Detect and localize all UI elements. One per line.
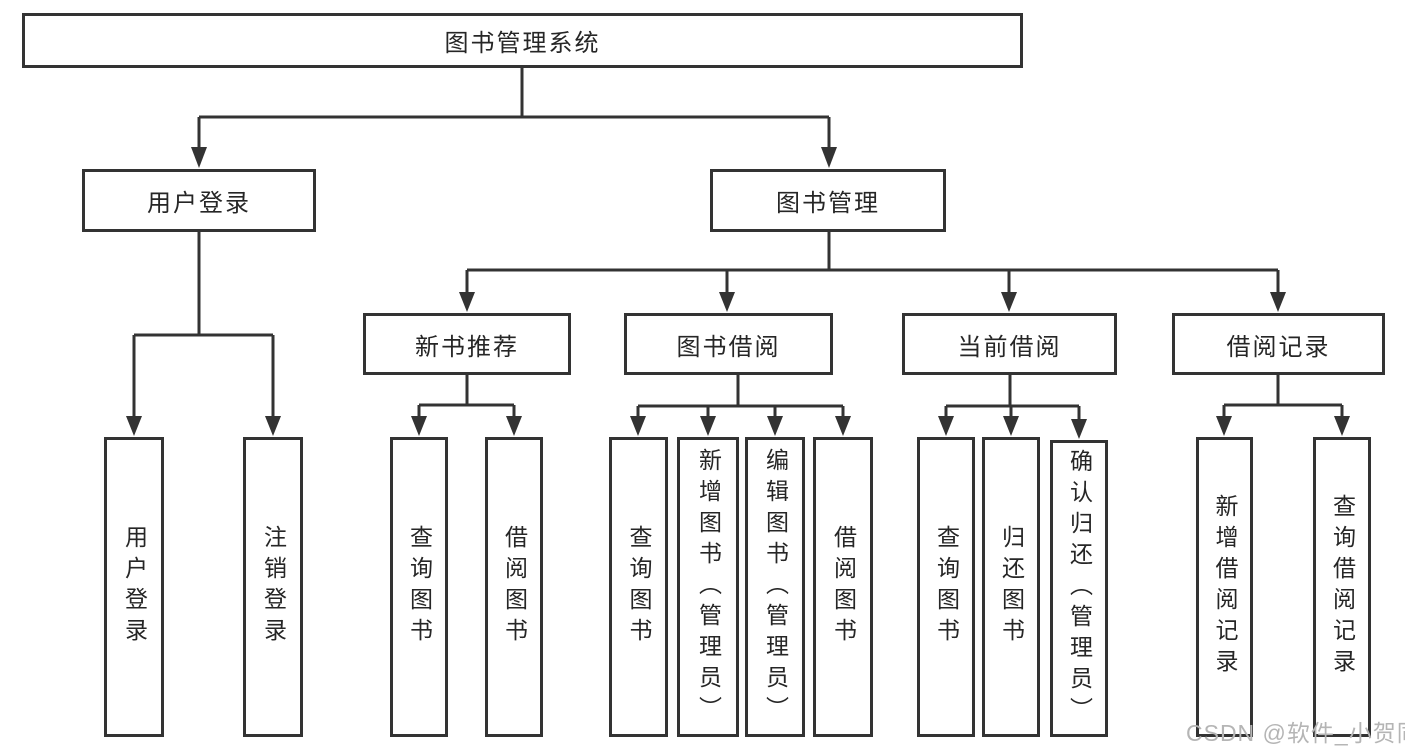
leaf-bb-borrow-books: 借阅图书 bbox=[813, 437, 873, 737]
leaf-cb-return-books-label: 归还图书 bbox=[998, 525, 1025, 649]
node-user-login: 用户登录 bbox=[82, 169, 316, 232]
connector-new-books-children bbox=[411, 374, 522, 436]
node-book-management: 图书管理 bbox=[710, 169, 946, 232]
leaf-cb-confirm-return-admin-label: 确认归还（管理员） bbox=[1066, 449, 1093, 728]
leaf-logout-label: 注销登录 bbox=[260, 525, 287, 649]
leaf-cb-confirm-return-admin: 确认归还（管理员） bbox=[1050, 440, 1108, 737]
node-root: 图书管理系统 bbox=[22, 13, 1023, 68]
leaf-bb-query-books: 查询图书 bbox=[609, 437, 668, 737]
watermark: CSDN @软件_小贺同学 bbox=[1186, 720, 1405, 746]
leaf-nb-borrow-books-label: 借阅图书 bbox=[501, 525, 528, 649]
node-borrow-records-label: 借阅记录 bbox=[1226, 333, 1331, 361]
node-book-borrow-label: 图书借阅 bbox=[676, 333, 781, 361]
leaf-user-login: 用户登录 bbox=[104, 437, 164, 737]
leaf-br-query-record: 查询借阅记录 bbox=[1313, 437, 1371, 737]
node-current-borrow-label: 当前借阅 bbox=[957, 333, 1062, 361]
leaf-nb-borrow-books: 借阅图书 bbox=[485, 437, 543, 737]
leaf-br-query-record-label: 查询借阅记录 bbox=[1329, 494, 1356, 680]
leaf-bb-edit-books-admin: 编辑图书（管理员） bbox=[745, 437, 805, 737]
leaf-bb-add-books-admin-label: 新增图书（管理员） bbox=[695, 447, 722, 727]
node-new-book-recommend-label: 新书推荐 bbox=[415, 333, 519, 361]
leaf-bb-edit-books-admin-label: 编辑图书（管理员） bbox=[762, 447, 789, 727]
node-book-borrow: 图书借阅 bbox=[624, 313, 833, 375]
leaf-cb-query-books-label: 查询图书 bbox=[933, 525, 960, 649]
node-user-login-label: 用户登录 bbox=[147, 190, 251, 217]
leaf-nb-query-books: 查询图书 bbox=[390, 437, 448, 737]
leaf-logout: 注销登录 bbox=[243, 437, 303, 737]
leaf-bb-query-books-label: 查询图书 bbox=[626, 525, 652, 649]
node-current-borrow: 当前借阅 bbox=[902, 313, 1117, 375]
leaf-br-add-record-label: 新增借阅记录 bbox=[1212, 494, 1238, 680]
connector-borrow-records-children bbox=[1216, 374, 1350, 436]
connector-root-to-level2 bbox=[191, 68, 837, 168]
connector-book-borrow-children bbox=[630, 374, 851, 436]
leaf-cb-query-books: 查询图书 bbox=[917, 437, 975, 737]
node-book-management-label: 图书管理 bbox=[776, 190, 880, 217]
leaf-br-add-record: 新增借阅记录 bbox=[1196, 437, 1253, 737]
node-root-label: 图书管理系统 bbox=[444, 30, 601, 57]
node-borrow-records: 借阅记录 bbox=[1172, 313, 1385, 375]
connector-current-borrow-children bbox=[938, 374, 1087, 439]
connector-book-mgmt-children bbox=[459, 231, 1286, 312]
leaf-cb-return-books: 归还图书 bbox=[982, 437, 1040, 737]
leaf-nb-query-books-label: 查询图书 bbox=[406, 525, 433, 649]
leaf-bb-add-books-admin: 新增图书（管理员） bbox=[677, 437, 739, 737]
connector-user-login-children bbox=[126, 231, 281, 436]
leaf-bb-borrow-books-label: 借阅图书 bbox=[830, 525, 857, 649]
leaf-user-login-label: 用户登录 bbox=[121, 525, 148, 649]
node-new-book-recommend: 新书推荐 bbox=[363, 313, 571, 375]
